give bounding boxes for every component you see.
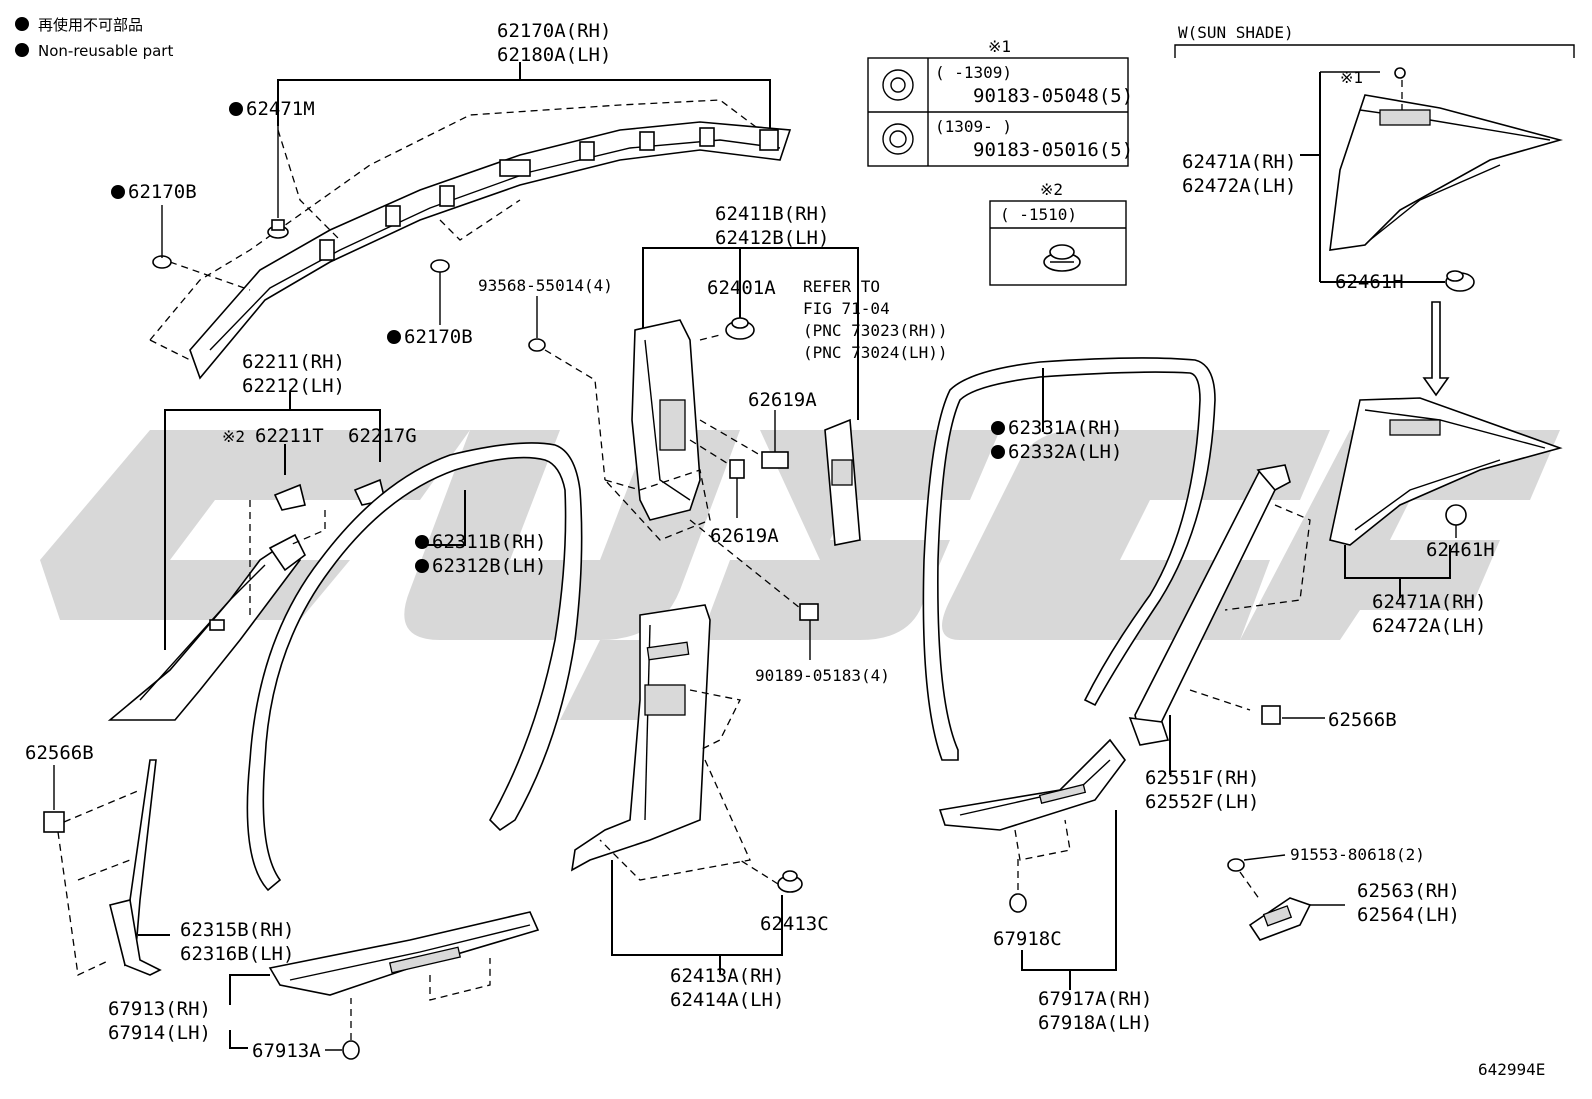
- note1-row2-part: 90183-05016(5): [973, 139, 1133, 161]
- note1-row1-part: 90183-05048(5): [973, 85, 1133, 107]
- label-67918C: 67918C: [993, 928, 1062, 950]
- note1-mark: ※1: [988, 37, 1011, 56]
- label-62564: 62564(LH): [1357, 904, 1460, 926]
- label-67917A: 67917A(RH): [1038, 988, 1152, 1010]
- label-62471M: 62471M: [246, 98, 315, 120]
- pillar-lower-62315B: [77, 759, 170, 976]
- clip-62401A: [725, 317, 755, 340]
- label-62552F: 62552F(LH): [1145, 791, 1259, 813]
- figure-code: 642994E: [1478, 1060, 1545, 1079]
- clip-67918C: [1009, 858, 1027, 913]
- label-91553: 91553-80618(2): [1290, 845, 1425, 864]
- seatbelt-anchor-cover: [824, 418, 861, 546]
- roof-side-rail-62170A: [149, 62, 792, 380]
- note1-row1-range: ( -1309): [935, 63, 1012, 82]
- label-62566B-left: 62566B: [25, 742, 94, 764]
- label-62472A-upper: 62472A(LH): [1182, 175, 1296, 197]
- label-62311B: 62311B(RH): [432, 531, 546, 553]
- label-67913A: 67913A: [252, 1040, 321, 1062]
- label-refer-4: (PNC 73024(LH)): [803, 343, 948, 362]
- label-67914: 67914(LH): [108, 1022, 211, 1044]
- center-pillar-lower-62413A: [570, 604, 783, 975]
- clip-62619A-lower: [729, 459, 745, 518]
- label-62331A: 62331A(RH): [1008, 417, 1122, 439]
- clip-icon: [1043, 244, 1081, 272]
- label-62563: 62563(RH): [1357, 880, 1460, 902]
- label-67918A: 67918A(LH): [1038, 1012, 1152, 1034]
- clip-62413C: [739, 859, 803, 893]
- label-62411B: 62411B(RH): [715, 203, 829, 225]
- label-62472A-lower: 62472A(LH): [1372, 615, 1486, 637]
- label-62211T-mark: ※2: [222, 427, 245, 446]
- screw-93568-55014: [528, 296, 606, 481]
- label-62211: 62211(RH): [242, 351, 345, 373]
- label-62211T: 62211T: [255, 425, 324, 447]
- clip-90189-05183: [689, 519, 819, 660]
- label-refer-3: (PNC 73023(RH)): [803, 321, 948, 340]
- label-62170B-left: 62170B: [128, 181, 197, 203]
- weatherstrip-62311B: [246, 442, 583, 892]
- labels: 62170A(RH) 62180A(LH) 62471M 62170B 6217…: [25, 20, 1545, 1079]
- label-refer-1: REFER TO: [803, 277, 880, 296]
- label-62461H-upper: 62461H: [1335, 271, 1404, 293]
- sunshade-mark: ※1: [1340, 68, 1363, 87]
- label-62315B: 62315B(RH): [180, 919, 294, 941]
- note2-mark: ※2: [1040, 180, 1063, 199]
- note1-box: ※1 ( -1309) 90183-05048(5) (1309- ) 9018…: [867, 37, 1133, 167]
- clip-icon: [882, 69, 914, 155]
- label-62619A-lower: 62619A: [710, 525, 779, 547]
- scuff-plate-67913: [229, 911, 540, 1049]
- label-62180A: 62180A(LH): [497, 44, 611, 66]
- clip-62619A-upper: [761, 410, 789, 469]
- note2-range: ( -1510): [1000, 205, 1077, 224]
- screw-62170B-center: [430, 259, 450, 325]
- note2-box: ※2 ( -1510): [989, 180, 1127, 286]
- label-62316B: 62316B(LH): [180, 943, 294, 965]
- label-93568: 93568-55014(4): [478, 276, 613, 295]
- scuff-plate-67917A: [938, 738, 1126, 990]
- legend: 再使用不可部品 Non-reusable part: [15, 16, 173, 60]
- label-62312B: 62312B(LH): [432, 555, 546, 577]
- label-62212: 62212(LH): [242, 375, 345, 397]
- bolt-91553-80618: [1227, 854, 1286, 901]
- label-62619A-upper: 62619A: [748, 389, 817, 411]
- label-62170A: 62170A(RH): [497, 20, 611, 42]
- clip-62566B-right: [1261, 705, 1325, 725]
- clip-67913A: [325, 998, 360, 1060]
- label-62401A: 62401A: [707, 277, 776, 299]
- weatherstrip-62331A: [922, 357, 1216, 761]
- label-62413A: 62413A(RH): [670, 965, 784, 987]
- label-62471A-upper: 62471A(RH): [1182, 151, 1296, 173]
- sunshade-title: W(SUN SHADE): [1178, 23, 1294, 42]
- label-62170B-center: 62170B: [404, 326, 473, 348]
- clip-62471M: [267, 126, 289, 239]
- screw-62170B-left: [152, 205, 172, 269]
- clip-62566B-left: [43, 765, 141, 976]
- center-pillar-upper-62411B: [602, 247, 859, 541]
- label-62412B: 62412B(LH): [715, 227, 829, 249]
- legend-en: Non-reusable part: [38, 42, 173, 60]
- label-62217G: 62217G: [348, 425, 417, 447]
- label-62461H-lower: 62461H: [1426, 539, 1495, 561]
- sunshade-group: W(SUN SHADE) ※1: [1174, 23, 1575, 598]
- label-refer-2: FIG 71-04: [803, 299, 890, 318]
- bracket-62563: [1248, 897, 1345, 941]
- label-62566B-right: 62566B: [1328, 709, 1397, 731]
- label-62332A: 62332A(LH): [1008, 441, 1122, 463]
- label-62414A: 62414A(LH): [670, 989, 784, 1011]
- roof-side-garnish-62551F: [1128, 464, 1311, 775]
- label-62413C: 62413C: [760, 913, 829, 935]
- legend-jp: 再使用不可部品: [38, 16, 143, 34]
- label-90189: 90189-05183(4): [755, 666, 890, 685]
- label-67913: 67913(RH): [108, 998, 211, 1020]
- front-pillar-garnish-62211: [107, 392, 386, 721]
- note1-row2-range: (1309- ): [935, 117, 1012, 136]
- label-62551F: 62551F(RH): [1145, 767, 1259, 789]
- label-62471A-lower: 62471A(RH): [1372, 591, 1486, 613]
